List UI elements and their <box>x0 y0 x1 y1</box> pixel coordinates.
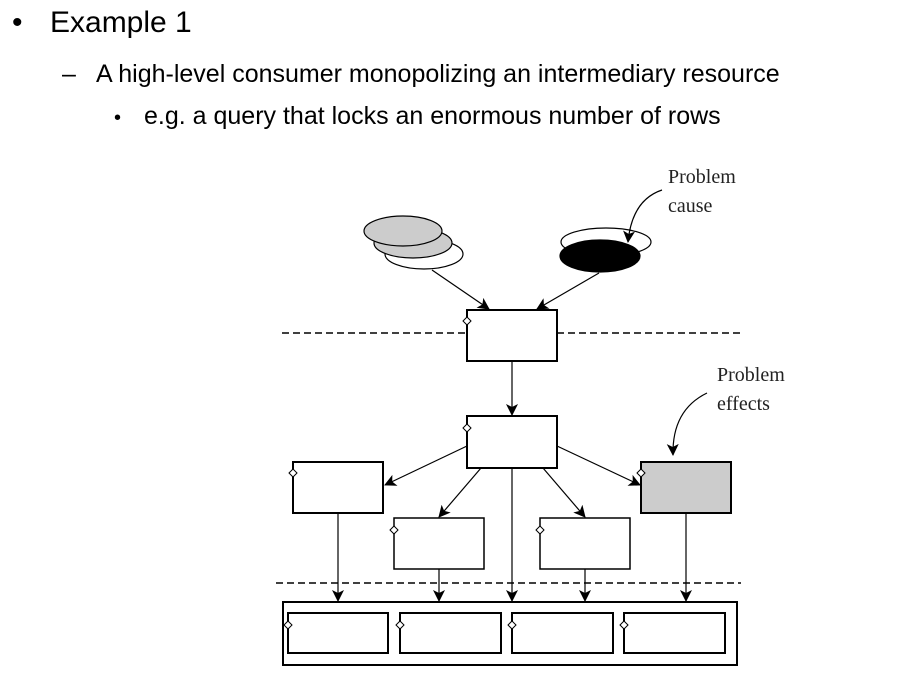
edge-arrow <box>556 445 641 486</box>
intermediary-box-top <box>466 309 558 362</box>
port-diamond-icon <box>462 423 472 433</box>
resource-box-left <box>292 461 384 514</box>
base-resource-box <box>399 612 502 654</box>
annotation-cause-arrow <box>623 189 663 243</box>
base-resource-box <box>623 612 726 654</box>
port-diamond-icon <box>507 620 517 630</box>
port-diamond-icon <box>395 620 405 630</box>
edge-arrow <box>542 467 586 518</box>
bullet-level-2: –A high-level consumer monopolizing an i… <box>62 60 780 89</box>
port-diamond-icon <box>288 468 298 478</box>
edge-arrow <box>431 269 490 310</box>
annotation-effects-line1: Problem <box>717 364 785 386</box>
intermediary-box-middle <box>466 415 558 469</box>
edge-arrow <box>536 272 600 310</box>
port-diamond-icon <box>636 468 646 478</box>
port-diamond-icon <box>283 620 293 630</box>
resource-box-center-right <box>539 517 631 570</box>
bullet-level-3: • e.g. a query that locks an enormous num… <box>114 102 721 131</box>
edge-arrow <box>384 445 468 486</box>
port-diamond-icon <box>389 525 399 535</box>
bullet-marker: • <box>114 107 122 129</box>
annotation-effects-line2: effects <box>717 393 770 415</box>
bullet-marker: • <box>12 6 23 39</box>
bullet-text: A high-level consumer monopolizing an in… <box>96 60 780 88</box>
resource-box-affected <box>640 461 732 514</box>
dash-marker: – <box>62 60 76 88</box>
bullet-level-1: • Example 1 <box>12 6 192 40</box>
bullet-text: e.g. a query that locks an enormous numb… <box>144 102 721 130</box>
annotation-effects-arrow <box>666 392 708 456</box>
annotation-cause-line2: cause <box>668 195 713 217</box>
base-resource-box <box>287 612 389 654</box>
annotation-cause-line1: Problem <box>668 166 736 188</box>
consumer-group-normal <box>363 215 464 270</box>
port-diamond-icon <box>462 316 472 326</box>
edge-arrow <box>438 467 482 518</box>
port-diamond-icon <box>619 620 629 630</box>
port-diamond-icon <box>535 525 545 535</box>
base-resource-box <box>511 612 614 654</box>
bullet-text: Example 1 <box>50 6 192 39</box>
consumer-group-problem <box>559 227 652 273</box>
resource-box-center-left <box>393 517 485 570</box>
